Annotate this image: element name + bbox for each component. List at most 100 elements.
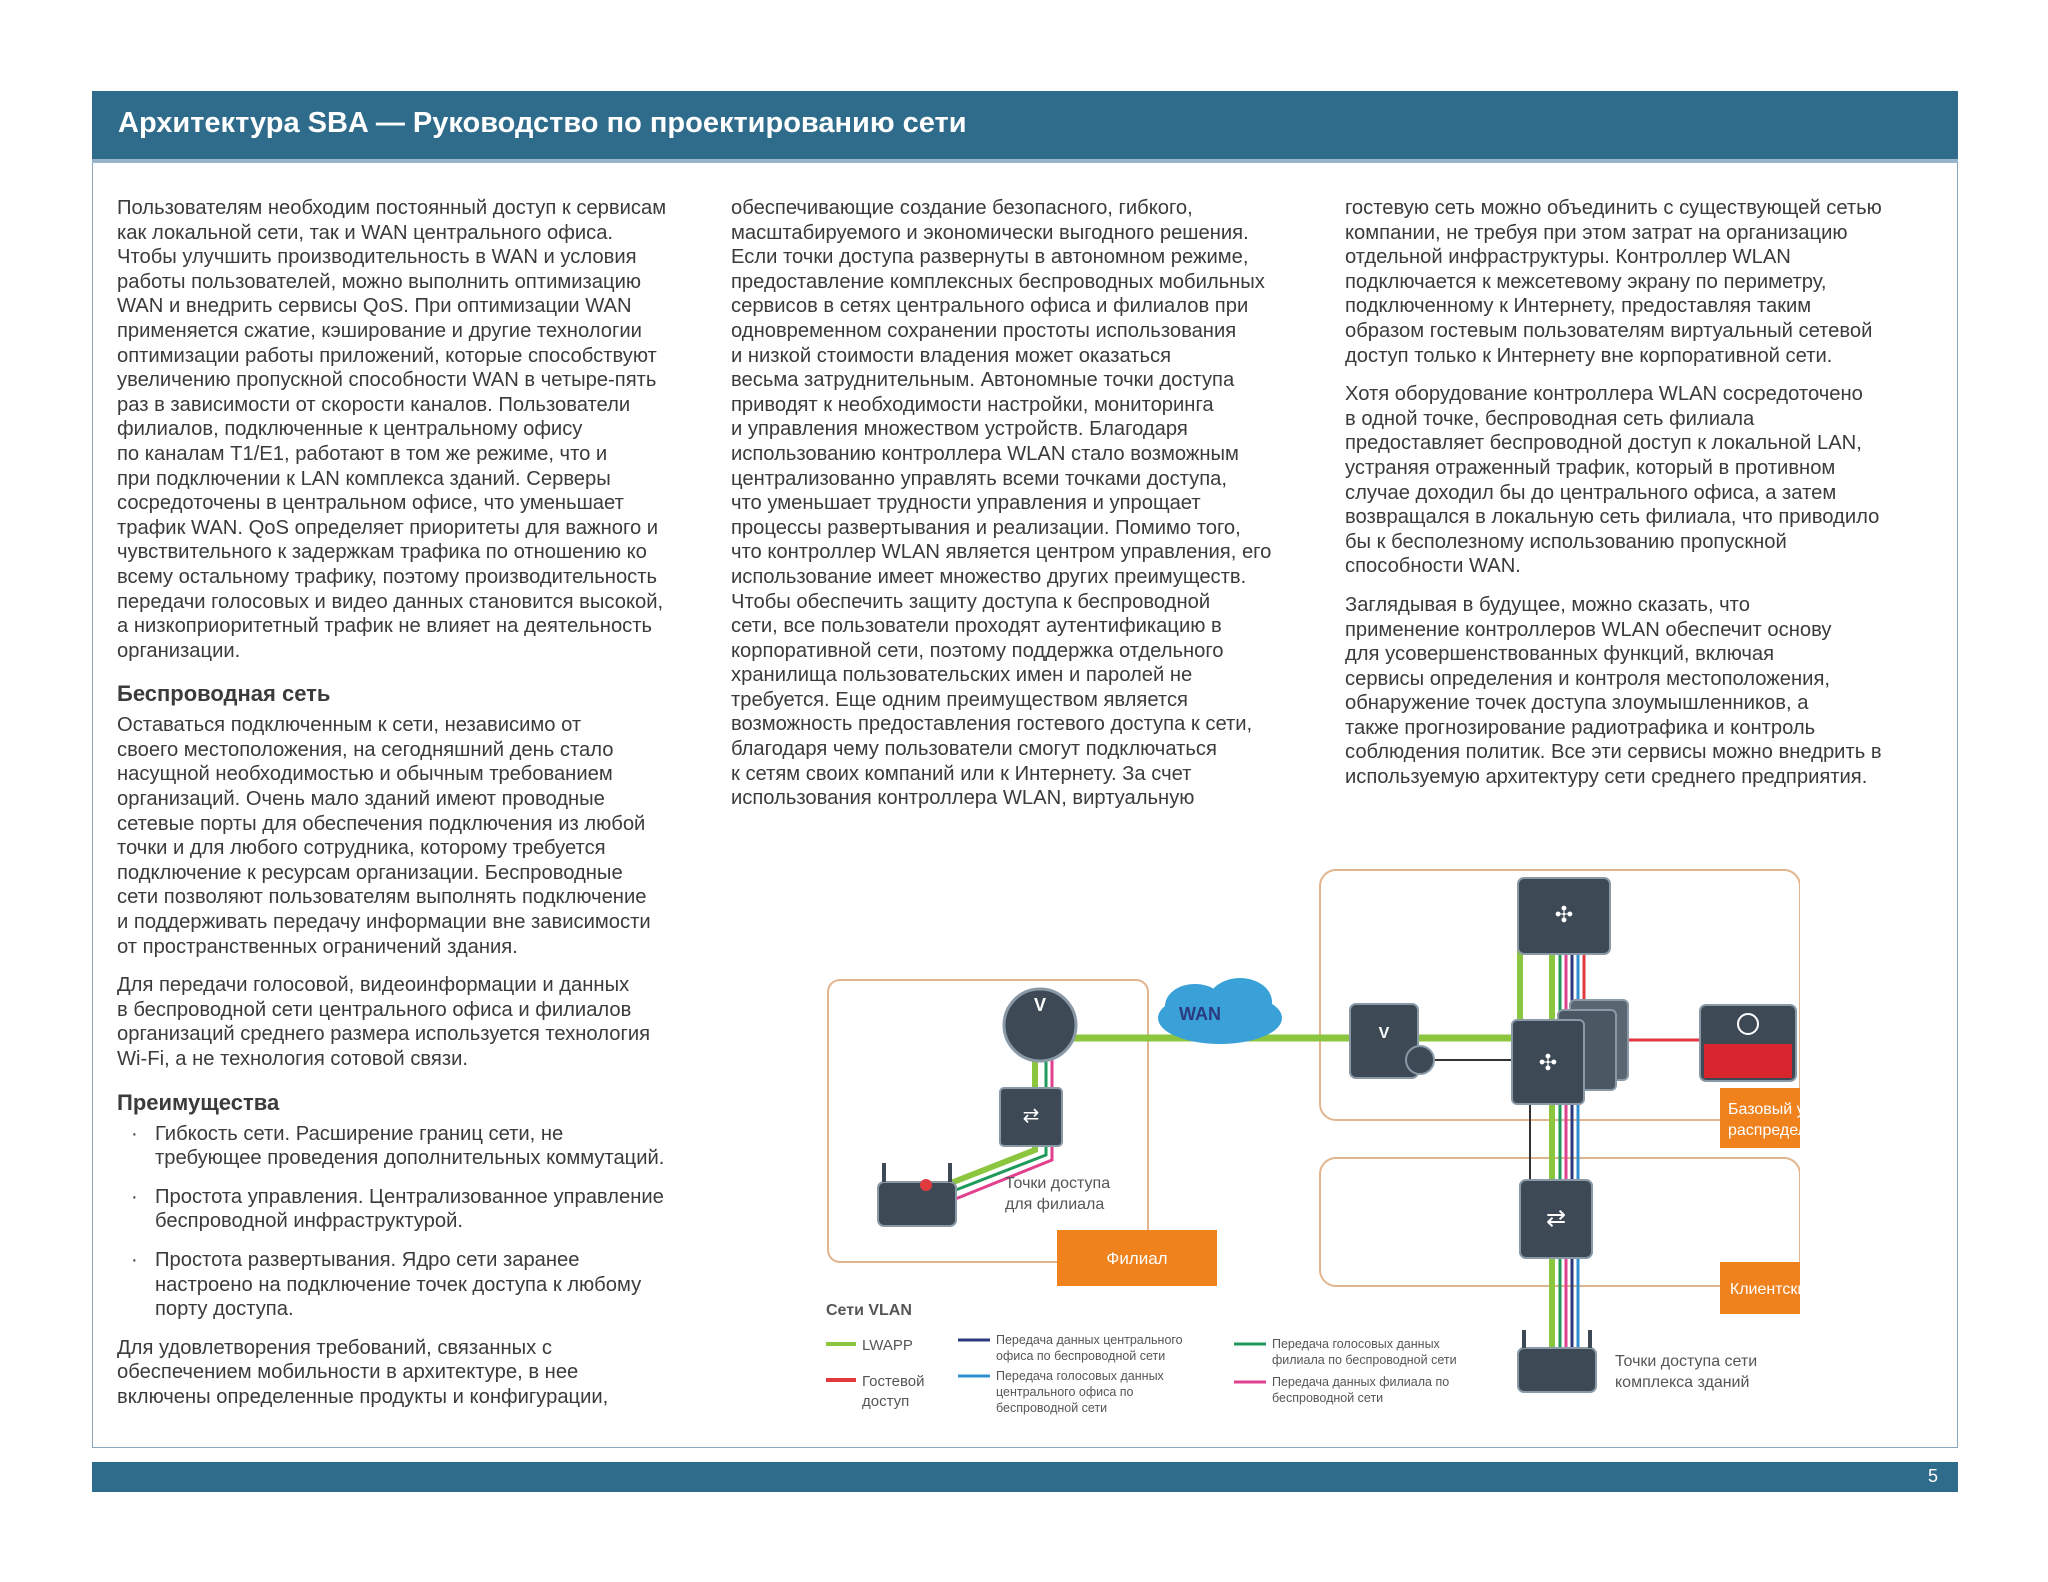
section-heading-benefits: Преимущества xyxy=(117,1089,280,1115)
bullet-mark: · xyxy=(131,1122,138,1145)
text-line: чувствительного к задержкам трафика по о… xyxy=(117,541,647,564)
core-label-line-1: Базовый уровень/ xyxy=(1728,1101,1800,1118)
text-line: процессы развертывания и реализации. Пом… xyxy=(731,516,1241,539)
legend-label: офиса по беспроводной сети xyxy=(996,1349,1165,1363)
router-mark: V xyxy=(1034,995,1046,1015)
bullet-item: · Простота развертывания. Ядро сети зара… xyxy=(117,1248,717,1322)
network-diagram: Филиал Базовый уровень/ распределение Кл… xyxy=(826,869,1800,1415)
branch-label-box xyxy=(1057,1230,1217,1286)
text-line: требуется. Еще одним преимуществом являе… xyxy=(731,688,1188,711)
text-line: требующее проведения дополнительных комм… xyxy=(155,1147,665,1170)
legend-label: доступ xyxy=(862,1393,909,1410)
text-line: Простота развертывания. Ядро сети заране… xyxy=(155,1248,580,1271)
title-bar: Архитектура SBA — Руководство по проекти… xyxy=(92,91,1958,163)
col3-paragraph-1: гостевую сеть можно объединить с существ… xyxy=(1345,196,1945,368)
text-line: точки и для любого сотрудника, которому … xyxy=(117,837,606,860)
page-title: Архитектура SBA — Руководство по проекти… xyxy=(118,107,967,139)
text-line: способности WAN. xyxy=(1345,555,1521,578)
text-line: раз в зависимости от скорости каналов. П… xyxy=(117,393,631,416)
text-line: Если точки доступа развернуты в автономн… xyxy=(731,246,1249,269)
firewall-icon xyxy=(1699,1004,1797,1082)
router-mark: V xyxy=(1379,1025,1390,1042)
text-line: для усовершенствованных функций, включая xyxy=(1345,643,1775,666)
text-line: оптимизации работы приложений, которые с… xyxy=(117,344,657,367)
text-line: использования контроллера WLAN, виртуаль… xyxy=(731,787,1195,810)
legend-label: филиала по беспроводной сети xyxy=(1272,1353,1457,1367)
legend-label: Передача данных центрального xyxy=(996,1333,1183,1347)
bullet-item: · Гибкость сети. Расширение границ сети,… xyxy=(117,1122,717,1171)
text-line: при подключении к LAN комплекса зданий. … xyxy=(117,467,611,490)
text-line: включены определенные продукты и конфигу… xyxy=(117,1385,609,1408)
svg-text:⇄: ⇄ xyxy=(1546,1205,1566,1232)
text-line: доступ только к Интернету вне корпоратив… xyxy=(1345,344,1833,367)
text-line: одновременном сохранении простоты исполь… xyxy=(731,319,1237,342)
text-line: насущной необходимостью и обычным требов… xyxy=(117,763,613,786)
text-line: сосредоточены в центральном офисе, что у… xyxy=(117,492,624,515)
text-line: Пользователям необходим постоянный досту… xyxy=(117,197,667,219)
bullet-text: Гибкость сети. Расширение границ сети, н… xyxy=(155,1122,717,1171)
text-line: обнаружение точек доступа злоумышленнико… xyxy=(1345,692,1809,715)
text-line: порту доступа. xyxy=(155,1298,294,1321)
text-line: подключенному к Интернету, предоставляя … xyxy=(1345,295,1812,318)
legend-label: Передача голосовых данных xyxy=(1272,1337,1441,1351)
campus-ap-icon xyxy=(1517,1330,1597,1393)
text-line: обеспечивающие создание безопасного, гиб… xyxy=(731,197,1193,219)
text-line: предоставляет беспроводной доступ к лока… xyxy=(1345,432,1862,455)
text-line: обеспечением мобильности в архитектуре, … xyxy=(117,1361,579,1384)
core-label-box xyxy=(1720,1088,1800,1148)
branch-ap-label-line-1: Точки доступа xyxy=(1005,1175,1110,1192)
text-line: Простота управления. Централизованное уп… xyxy=(155,1185,664,1208)
text-line: подключается к межсетевому экрану по пер… xyxy=(1345,270,1827,293)
text-line: отдельной инфраструктуры. Контроллер WLA… xyxy=(1345,246,1791,269)
text-line: соблюдения политик. Все эти сервисы можн… xyxy=(1345,741,1882,764)
core-switch-stack-icon: ✣ xyxy=(1511,999,1629,1105)
text-line: использованию контроллера WLAN стало воз… xyxy=(731,442,1239,465)
text-line: Гибкость сети. Расширение границ сети, н… xyxy=(155,1122,564,1145)
legend-label: LWAPP xyxy=(862,1337,913,1354)
col1-paragraph-4: Для удовлетворения требований, связанных… xyxy=(117,1336,717,1410)
text-line: возвращался в локальную сеть филиала, чт… xyxy=(1345,506,1880,529)
legend-label: беспроводной сети xyxy=(996,1401,1107,1415)
text-column-2: обеспечивающие создание безопасного, гиб… xyxy=(731,196,1331,825)
text-line: сервисы определения и контроля местополо… xyxy=(1345,667,1831,690)
text-line: предоставление комплексных беспроводных … xyxy=(731,270,1265,293)
text-line: работы пользователей, можно выполнить оп… xyxy=(117,270,641,293)
wan-router-icon: V xyxy=(1349,1003,1435,1079)
bullet-item: · Простота управления. Централизованное … xyxy=(117,1185,717,1234)
col3-paragraph-3: Заглядывая в будущее, можно сказать, что… xyxy=(1345,593,1945,790)
legend-title: Сети VLAN xyxy=(826,1302,912,1319)
branch-ap-label-line-2: для филиала xyxy=(1005,1196,1104,1213)
legend-label: Гостевой xyxy=(862,1373,925,1390)
text-line: благодаря чему пользователи смогут подкл… xyxy=(731,738,1217,761)
branch-zone xyxy=(827,979,1149,1263)
text-line: что уменьшает трудности управления и упр… xyxy=(731,492,1201,515)
svg-text:✣: ✣ xyxy=(1539,1050,1557,1075)
text-line: применяется сжатие, кэширование и другие… xyxy=(117,319,642,342)
col1-paragraph-1: Пользователям необходим постоянный досту… xyxy=(117,196,717,663)
svg-text:✣: ✣ xyxy=(1555,902,1573,927)
page-number: 5 xyxy=(1927,1466,1938,1486)
text-column-1: Пользователям необходим постоянный досту… xyxy=(117,196,717,1424)
access-label-box xyxy=(1720,1262,1800,1314)
text-line: и управления множеством устройств. Благо… xyxy=(731,418,1188,441)
text-line: используемую архитектуру сети среднего п… xyxy=(1345,766,1868,789)
text-line: случае доходил бы до центрального офиса,… xyxy=(1345,481,1837,504)
text-line: весьма затруднительным. Автономные точки… xyxy=(731,369,1235,392)
col1-paragraph-2: Оставаться подключенным к сети, независи… xyxy=(117,713,717,959)
text-line: к сетям своих компаний или к Интернету. … xyxy=(731,762,1192,785)
text-line: Чтобы улучшить производительность в WAN … xyxy=(117,246,637,269)
branch-label: Филиал xyxy=(1106,1249,1167,1268)
legend-label: центрального офиса по xyxy=(996,1385,1134,1399)
text-line: сервисов в сетях центрального офиса и фи… xyxy=(731,295,1249,318)
bullet-mark: · xyxy=(131,1248,138,1271)
text-line: Оставаться подключенным к сети, независи… xyxy=(117,714,582,737)
wan-cloud-icon: WAN xyxy=(1158,978,1282,1044)
text-line: что контроллер WLAN является центром упр… xyxy=(731,541,1272,564)
text-line: устраняя отраженный трафик, который в пр… xyxy=(1345,456,1836,479)
text-line: гостевую сеть можно объединить с существ… xyxy=(1345,197,1882,219)
text-line: подключение к ресурсам организации. Бесп… xyxy=(117,861,623,884)
text-line: от пространственных ограничений здания. xyxy=(117,935,518,958)
col2-paragraph-1: обеспечивающие создание безопасного, гиб… xyxy=(731,196,1331,811)
text-line: корпоративной сети, поэтому поддержка от… xyxy=(731,639,1224,662)
text-line: WAN и внедрить сервисы QoS. При оптимиза… xyxy=(117,295,632,318)
